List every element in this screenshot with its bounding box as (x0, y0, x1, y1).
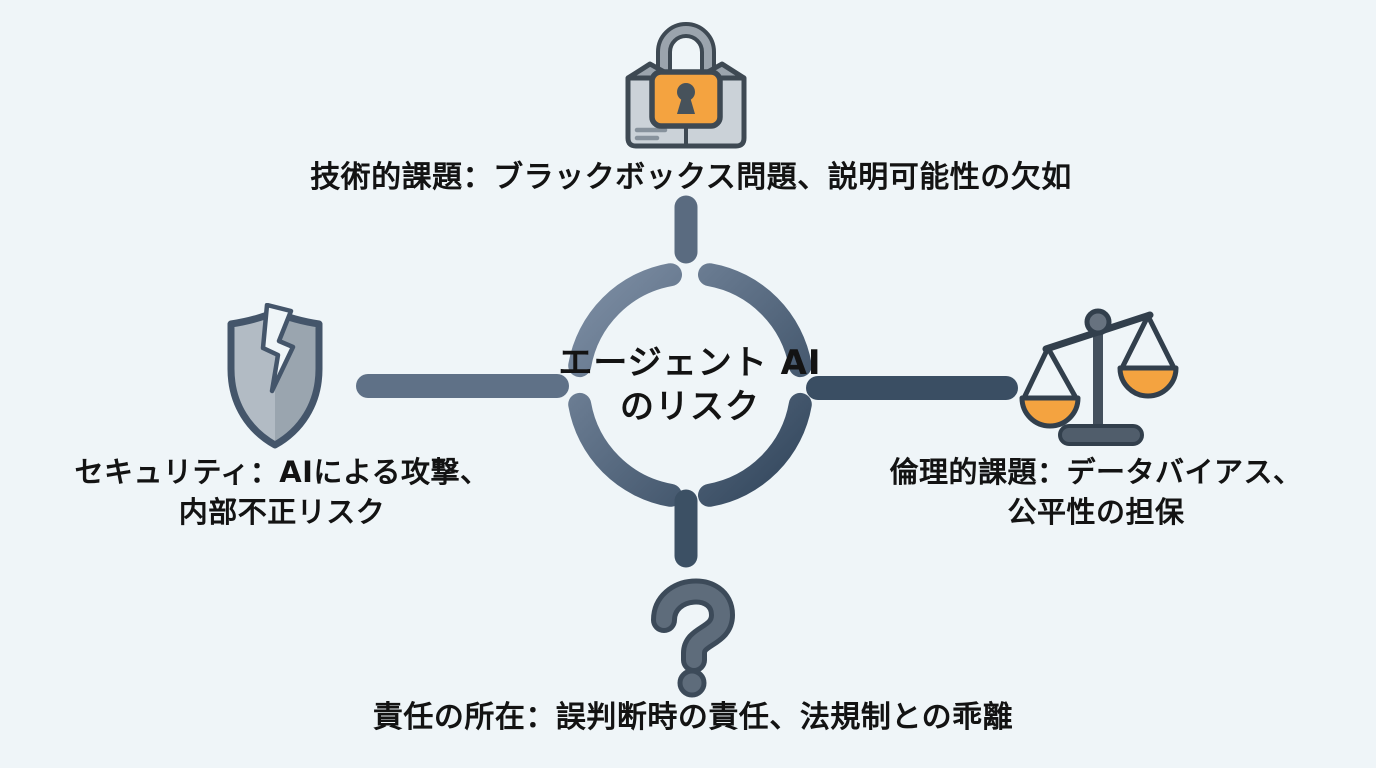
branch-label-security-line2: 内部不正リスク (178, 495, 386, 529)
center-title-line2: AIのリスク (620, 343, 822, 427)
branch-label-ethics: 倫理的課題：データバイアス、 公平性の担保 (866, 452, 1326, 532)
branch-label-ethics-line2: 公平性の担保 (1007, 495, 1185, 529)
broken-shield-icon (227, 303, 323, 449)
question-mark-icon (651, 578, 736, 698)
branch-label-responsibility: 責任の所在：誤判断時の責任、法規制との乖離 (372, 700, 1014, 735)
center-title: エージェント AIのリスク (555, 341, 825, 429)
branch-label-security: セキュリティ：AIによる攻撃、 内部不正リスク (52, 452, 512, 532)
branch-label-technical: 技術的課題：ブラックボックス問題、説明可能性の欠如 (310, 160, 1072, 195)
ring-arcs (568, 263, 812, 507)
branch-label-ethics-line1: 倫理的課題：データバイアス、 (889, 455, 1303, 489)
hub-ring (356, 195, 1018, 568)
branch-label-security-line1: セキュリティ：AIによる攻撃、 (74, 455, 490, 489)
center-title-line1: エージェント (558, 343, 768, 383)
balance-scale-icon (1019, 308, 1179, 446)
lock-envelope-icon (625, 22, 747, 149)
